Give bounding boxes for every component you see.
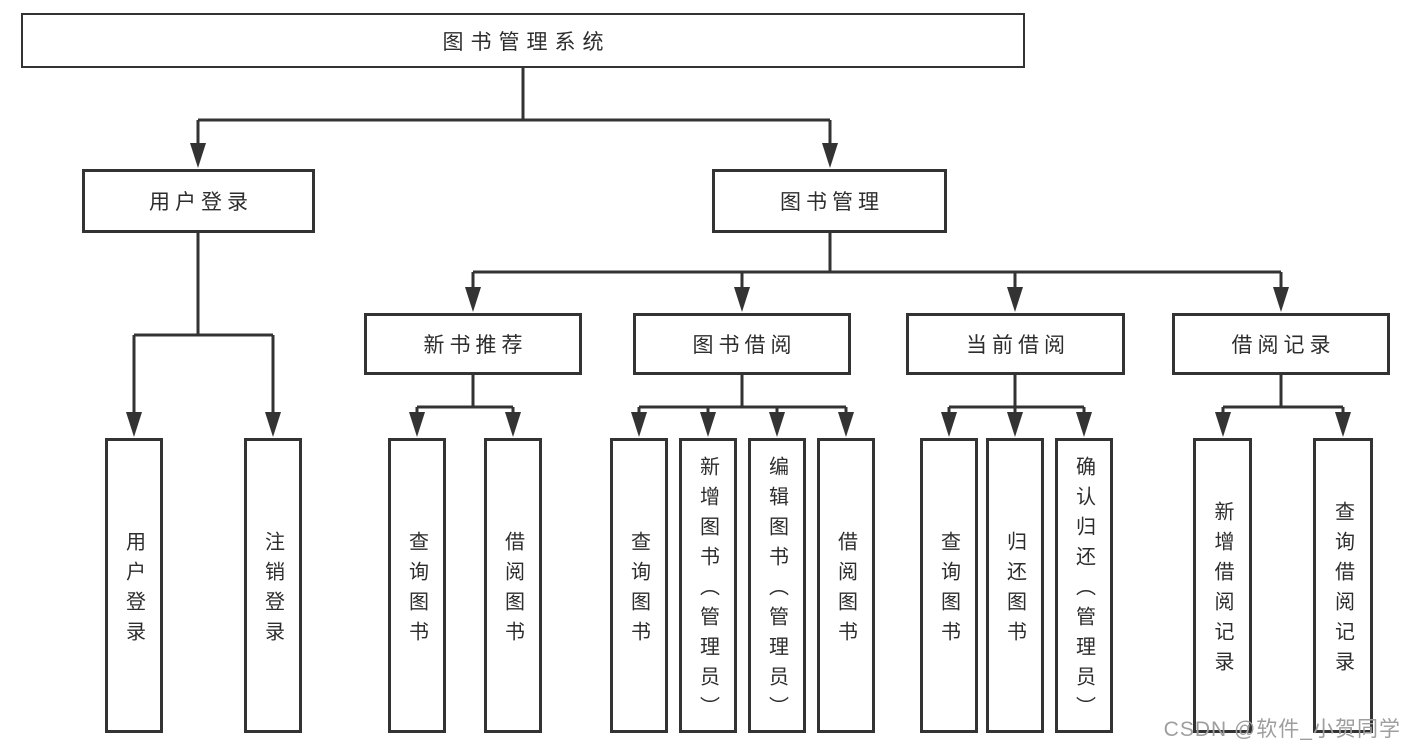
node-borrow-books-leaf: 借阅图书 [817,438,875,733]
node-borrowing-records: 借阅记录 [1172,313,1390,375]
node-query-books-current: 查询图书 [920,438,978,733]
node-user-login-leaf: 用户登录 [105,438,163,733]
node-add-borrow-record: 新增借阅记录 [1193,438,1252,733]
node-add-books-admin: 新增图书（管理员） [679,438,737,733]
csdn-watermark: CSDN @软件_小贺同学 [1163,718,1401,741]
node-borrow-books-recommend: 借阅图书 [484,438,542,733]
node-query-books-borrow: 查询图书 [610,438,668,733]
node-user-login: 用户登录 [82,169,315,233]
node-library-system: 图书管理系统 [21,13,1025,68]
node-edit-books-admin: 编辑图书（管理员） [748,438,806,733]
node-book-management: 图书管理 [712,169,947,233]
node-book-borrowing: 图书借阅 [633,313,851,375]
node-query-borrow-record: 查询借阅记录 [1313,438,1373,733]
node-logout-login: 注销登录 [244,438,302,733]
node-return-books: 归还图书 [986,438,1044,733]
node-query-books-recommend: 查询图书 [388,438,446,733]
node-current-borrowing: 当前借阅 [906,313,1125,375]
node-confirm-return-admin: 确认归还（管理员） [1055,438,1113,733]
node-new-book-recommendation: 新书推荐 [364,313,582,375]
